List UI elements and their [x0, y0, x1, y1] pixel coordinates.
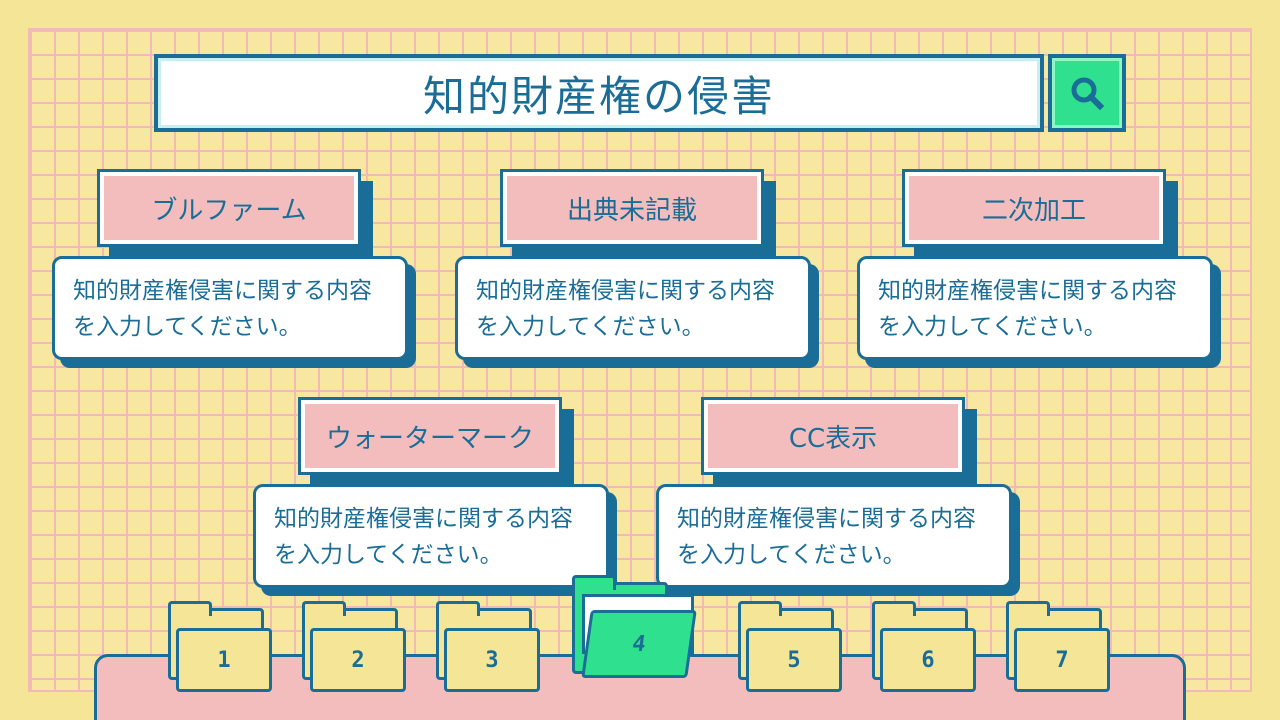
search-button[interactable]	[1048, 54, 1126, 132]
topic-title: ブルファーム	[97, 169, 361, 247]
search-icon	[1071, 77, 1105, 111]
topic-description[interactable]: 知的財産権侵害に関する内容を入力してください。	[857, 256, 1213, 360]
topic-title: 出典未記載	[500, 169, 764, 247]
topic-description[interactable]: 知的財産権侵害に関する内容を入力してください。	[455, 256, 811, 360]
tab-label: 4	[581, 610, 697, 678]
tab-label: 5	[746, 628, 842, 692]
folder-tab-3[interactable]: 3	[436, 601, 540, 692]
topic-title: CC表示	[701, 397, 965, 475]
topic-description[interactable]: 知的財産権侵害に関する内容を入力してください。	[656, 484, 1012, 588]
grid-background	[28, 28, 1252, 692]
folder-tab-1[interactable]: 1	[168, 601, 272, 692]
folder-tab-4-active[interactable]: 4	[572, 575, 697, 678]
tab-label: 1	[176, 628, 272, 692]
folder-tab-2[interactable]: 2	[302, 601, 406, 692]
tab-label: 6	[880, 628, 976, 692]
tab-label: 7	[1014, 628, 1110, 692]
folder-tab-6[interactable]: 6	[872, 601, 976, 692]
search-query: 知的財産権の侵害	[422, 71, 775, 121]
topic-description[interactable]: 知的財産権侵害に関する内容を入力してください。	[52, 256, 408, 360]
folder-tab-5[interactable]: 5	[738, 601, 842, 692]
topic-title: 二次加工	[902, 169, 1166, 247]
tab-label: 2	[310, 628, 406, 692]
topic-title: ウォーターマーク	[298, 397, 562, 475]
tab-label: 3	[444, 628, 540, 692]
folder-tab-7[interactable]: 7	[1006, 601, 1110, 692]
search-input[interactable]: 知的財産権の侵害	[154, 54, 1044, 132]
topic-description[interactable]: 知的財産権侵害に関する内容を入力してください。	[253, 484, 609, 588]
